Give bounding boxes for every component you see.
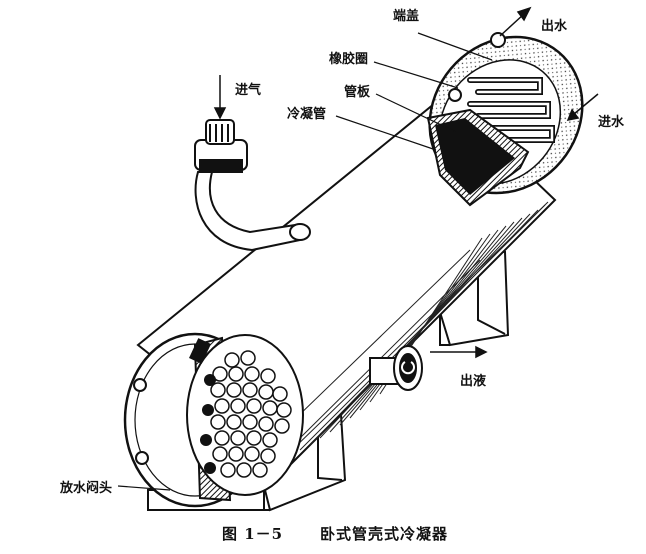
- label-rubber-ring: 橡胶圈: [329, 52, 369, 67]
- label-inlet-water: 进水: [598, 115, 625, 130]
- label-condenser-tube: 冷凝管: [287, 107, 327, 122]
- label-end-cover: 端盖: [393, 9, 420, 24]
- figure-title: 卧式管壳式冷凝器: [320, 525, 449, 543]
- leader-lines: [117, 32, 493, 491]
- liquid-outlet-valve: [369, 345, 423, 391]
- label-tube-plate: 管板: [344, 85, 371, 100]
- front-tube-bundle-dark: [200, 374, 216, 474]
- label-outlet-water: 出水: [541, 19, 568, 34]
- label-inlet-gas: 进气: [235, 83, 262, 98]
- gas-inlet-arrow: [213, 75, 227, 120]
- label-drain-valve: 放水闷头: [60, 481, 113, 496]
- figure-number: 图 1－5: [222, 525, 284, 543]
- rear-end-cover: [428, 32, 584, 195]
- label-outlet-liquid: 出液: [460, 374, 487, 389]
- water-inlet-arrow: [566, 93, 599, 122]
- liquid-outlet-arrow: [430, 345, 488, 359]
- gas-inlet-valve: [194, 119, 248, 173]
- tube-bundle: [210, 350, 292, 478]
- water-outlet-arrow: [499, 6, 532, 37]
- rear-tube-plate: [426, 108, 530, 207]
- gas-inlet-pipe: [194, 171, 311, 252]
